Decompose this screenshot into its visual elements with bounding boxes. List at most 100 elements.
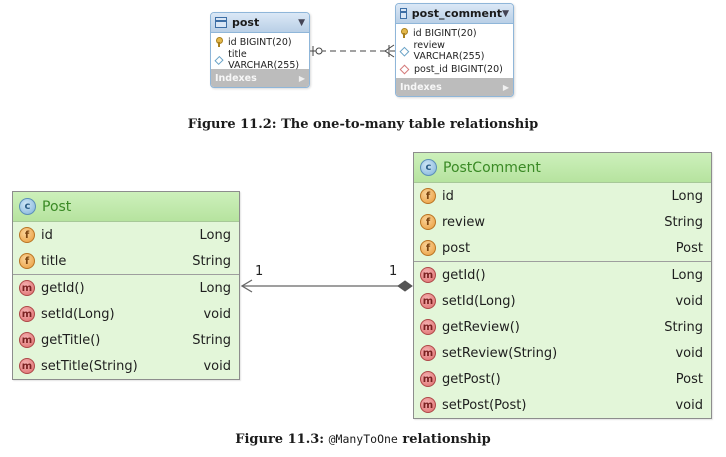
field-name: id xyxy=(41,227,53,243)
field-icon: f xyxy=(420,188,436,204)
method-icon: m xyxy=(420,371,436,387)
table-icon xyxy=(215,17,227,28)
er-column-row: post_id BIGINT(20) xyxy=(396,60,513,78)
source-multiplicity: 1 xyxy=(389,264,398,279)
field-icon: f xyxy=(19,227,35,243)
uml-class-title: PostComment xyxy=(443,159,541,176)
er-indexes-row[interactable]: Indexes ▶ xyxy=(396,78,513,96)
field-type: String xyxy=(664,214,703,230)
uml-method-row[interactable]: m getPost() Post xyxy=(414,366,711,392)
uml-method-row[interactable]: m setId(Long) void xyxy=(13,301,239,327)
uml-class-header: c PostComment xyxy=(414,153,711,183)
field-type: Long xyxy=(199,227,231,243)
method-name: setReview(String) xyxy=(442,345,558,361)
uml-method-row[interactable]: m getId() Long xyxy=(13,275,239,301)
class-icon: c xyxy=(420,159,437,176)
uml-methods: m getId() Long m setId(Long) void m getT… xyxy=(13,275,239,379)
er-column-text: title VARCHAR(255) xyxy=(228,49,300,71)
field-type: Post xyxy=(675,240,703,256)
method-name: setTitle(String) xyxy=(41,358,138,374)
figure-caption: Figure 11.2: The one-to-many table relat… xyxy=(187,117,539,132)
uml-field-row[interactable]: f post Post xyxy=(414,235,711,261)
er-relationship-connector xyxy=(310,44,395,58)
field-type: Long xyxy=(671,188,703,204)
method-type: Long xyxy=(199,280,231,296)
method-icon: m xyxy=(420,293,436,309)
uml-method-row[interactable]: m getReview() String xyxy=(414,314,711,340)
er-indexes-label: Indexes xyxy=(400,81,442,93)
method-name: getPost() xyxy=(442,371,501,387)
er-column-row: id BIGINT(20) xyxy=(211,33,309,51)
method-icon: m xyxy=(19,358,35,374)
method-name: getId() xyxy=(442,267,486,283)
table-icon xyxy=(400,8,407,19)
method-icon: m xyxy=(420,267,436,283)
uml-method-row[interactable]: m setReview(String) void xyxy=(414,340,711,366)
method-name: getTitle() xyxy=(41,332,101,348)
er-indexes-row[interactable]: Indexes ▶ xyxy=(211,69,309,87)
field-icon: f xyxy=(420,240,436,256)
caption-prefix: Figure 11.3: xyxy=(235,432,325,447)
chevron-right-icon: ▶ xyxy=(502,82,509,92)
method-name: getId() xyxy=(41,280,85,296)
er-table-post-comment[interactable]: post_comment ▼ id BIGINT(20) review VARC… xyxy=(395,3,514,97)
field-icon: f xyxy=(420,214,436,230)
open-arrow-icon xyxy=(240,279,253,293)
method-name: setId(Long) xyxy=(41,306,115,322)
primary-key-icon xyxy=(215,37,223,47)
er-column-text: id BIGINT(20) xyxy=(228,36,292,48)
er-table-header: post ▼ xyxy=(211,13,309,33)
uml-class-post-comment[interactable]: c PostComment f id Long f review String … xyxy=(413,152,712,419)
figure-caption: Figure 11.3: @ManyToOne relationship xyxy=(0,432,726,447)
uml-field-row[interactable]: f id Long xyxy=(13,222,239,248)
method-icon: m xyxy=(19,332,35,348)
method-name: getReview() xyxy=(442,319,520,335)
uml-method-row[interactable]: m setPost(Post) void xyxy=(414,392,711,418)
uml-method-row[interactable]: m setTitle(String) void xyxy=(13,353,239,379)
field-type: String xyxy=(192,253,231,269)
er-column-row: id BIGINT(20) xyxy=(396,24,513,42)
er-table-title: post xyxy=(232,16,260,29)
method-type: String xyxy=(664,319,703,335)
er-table-title: post_comment xyxy=(411,7,503,20)
method-type: void xyxy=(203,358,231,374)
uml-field-row[interactable]: f review String xyxy=(414,209,711,235)
chevron-down-icon[interactable]: ▼ xyxy=(502,8,509,19)
primary-key-icon xyxy=(400,28,408,38)
uml-field-row[interactable]: f id Long xyxy=(414,183,711,209)
uml-fields: f id Long f review String f post Post xyxy=(414,183,711,262)
uml-method-row[interactable]: m getTitle() String xyxy=(13,327,239,353)
uml-association xyxy=(240,279,413,293)
method-icon: m xyxy=(19,280,35,296)
method-icon: m xyxy=(19,306,35,322)
method-type: void xyxy=(675,397,703,413)
uml-class-header: c Post xyxy=(13,192,239,222)
class-icon: c xyxy=(19,198,36,215)
er-column-row: title VARCHAR(255) xyxy=(211,49,309,71)
er-table-post[interactable]: post ▼ id BIGINT(20) title VARCHAR(255) … xyxy=(210,12,310,88)
target-multiplicity: 1 xyxy=(255,264,264,279)
uml-field-row[interactable]: f title String xyxy=(13,248,239,274)
field-name: title xyxy=(41,253,67,269)
er-column-text: post_id BIGINT(20) xyxy=(414,63,503,75)
method-name: setPost(Post) xyxy=(442,397,527,413)
method-icon: m xyxy=(420,345,436,361)
uml-method-row[interactable]: m getId() Long xyxy=(414,262,711,288)
er-indexes-label: Indexes xyxy=(215,72,257,84)
method-icon: m xyxy=(420,397,436,413)
field-name: id xyxy=(442,188,454,204)
field-icon: f xyxy=(19,253,35,269)
caption-code: @ManyToOne xyxy=(328,432,398,446)
method-icon: m xyxy=(420,319,436,335)
uml-method-row[interactable]: m setId(Long) void xyxy=(414,288,711,314)
method-name: setId(Long) xyxy=(442,293,516,309)
composition-diamond-icon xyxy=(397,280,413,292)
chevron-down-icon[interactable]: ▼ xyxy=(298,17,305,28)
uml-class-post[interactable]: c Post f id Long f title String m getId(… xyxy=(12,191,240,380)
er-column-text: review VARCHAR(255) xyxy=(413,40,485,62)
uml-class-title: Post xyxy=(42,198,72,215)
method-type: Long xyxy=(671,267,703,283)
er-column-text: id BIGINT(20) xyxy=(413,27,477,39)
method-type: void xyxy=(203,306,231,322)
